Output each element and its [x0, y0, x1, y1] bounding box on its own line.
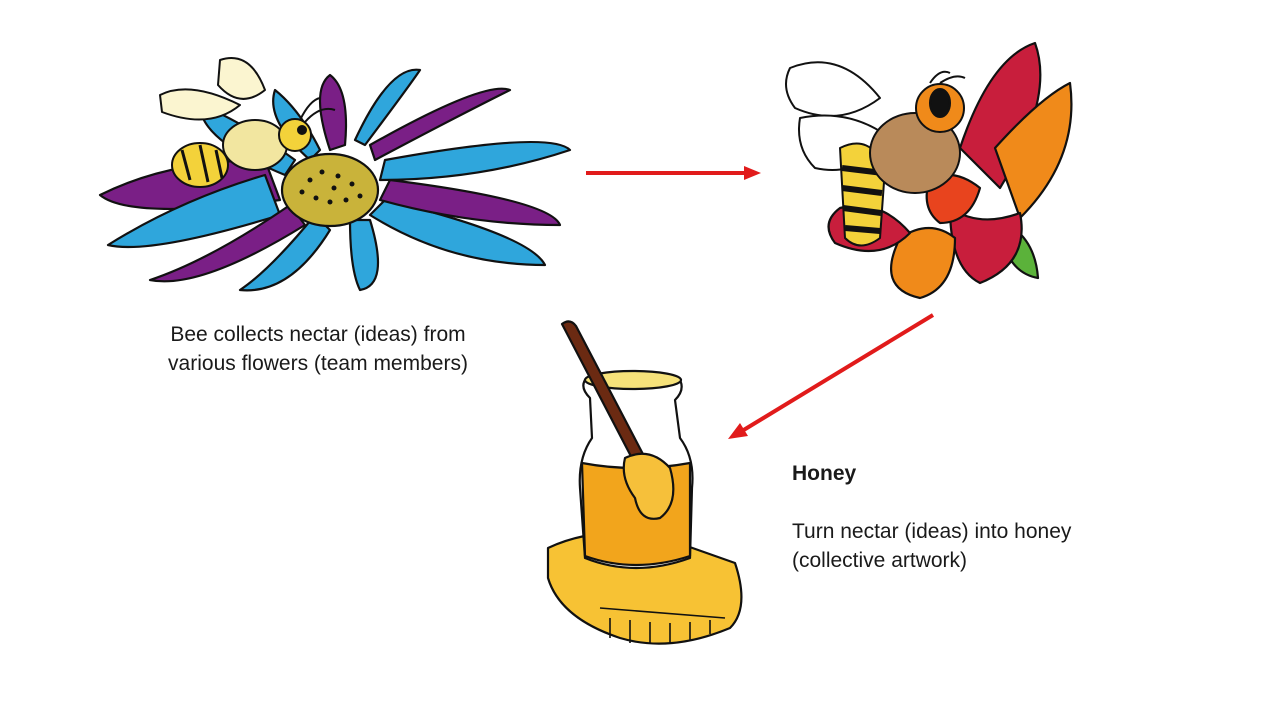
bee-on-blue-flower-illustration	[98, 57, 572, 292]
flower-caption-line1: Bee collects nectar (ideas) from	[170, 323, 466, 346]
honey-heading: Honey	[792, 462, 857, 485]
honey-caption-line2: (collective artwork)	[792, 549, 968, 572]
bee-on-red-flower-illustration	[785, 41, 1073, 300]
honey-caption-line1: Turn nectar (ideas) into honey	[792, 520, 1072, 543]
flower-caption: Bee collects nectar (ideas) from various…	[148, 320, 488, 378]
honey-jar-illustration	[546, 320, 743, 645]
flower-caption-line2: various flowers (team members)	[168, 352, 468, 375]
honey-caption: Honey Turn nectar (ideas) into honey (co…	[792, 459, 1152, 575]
